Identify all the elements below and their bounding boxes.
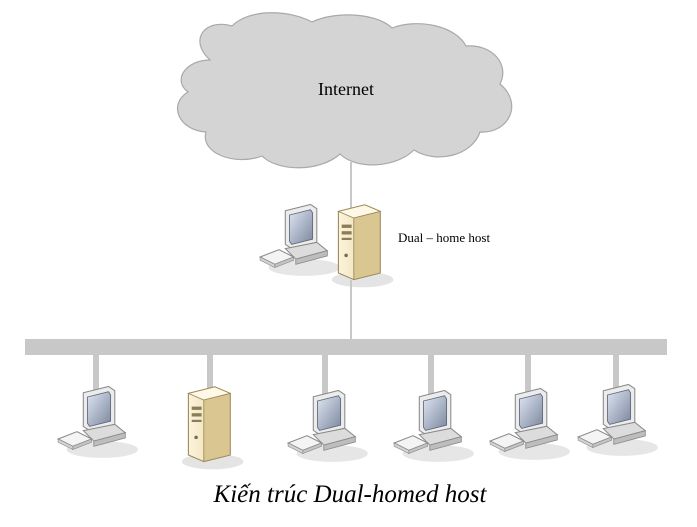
lan-server (181, 386, 244, 470)
lan-workstation (57, 385, 139, 459)
lan-workstation (489, 387, 571, 461)
internet-cloud (176, 12, 513, 169)
lan-drops (93, 355, 619, 395)
lan-workstation (393, 389, 475, 463)
dual-home-host (259, 203, 394, 288)
diagram-caption: Kiến trúc Dual-homed host (213, 481, 488, 508)
lan-workstation (287, 389, 369, 463)
lan-workstation (577, 383, 659, 457)
dual-home-host-label: Dual – home host (398, 230, 490, 245)
internet-label: Internet (318, 79, 374, 99)
lan-bus (25, 339, 667, 355)
